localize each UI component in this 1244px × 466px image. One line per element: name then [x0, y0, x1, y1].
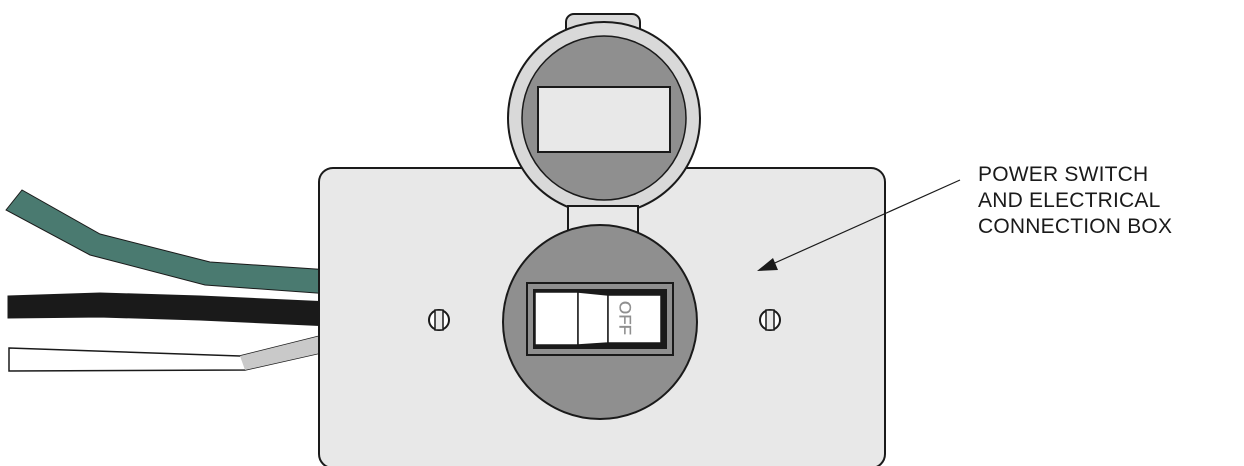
rocker-switch[interactable]: OFF: [534, 291, 662, 346]
flip-cover: [507, 21, 701, 215]
green-wire: [5, 189, 331, 295]
callout-line-3: CONNECTION BOX: [978, 215, 1173, 238]
callout-line-2: AND ELECTRICAL: [978, 189, 1161, 212]
wires: [5, 189, 331, 372]
callout-arrow: [757, 179, 961, 271]
cover-window: [537, 86, 671, 153]
callout-label: POWER SWITCH AND ELECTRICAL CONNECTION B…: [978, 162, 1240, 240]
black-wire: [7, 292, 331, 327]
white-wire-shade: [240, 336, 325, 370]
off-label: OFF: [616, 301, 635, 335]
right-screw: [759, 309, 781, 331]
left-screw: [428, 309, 450, 331]
callout-line-1: POWER SWITCH: [978, 163, 1149, 186]
